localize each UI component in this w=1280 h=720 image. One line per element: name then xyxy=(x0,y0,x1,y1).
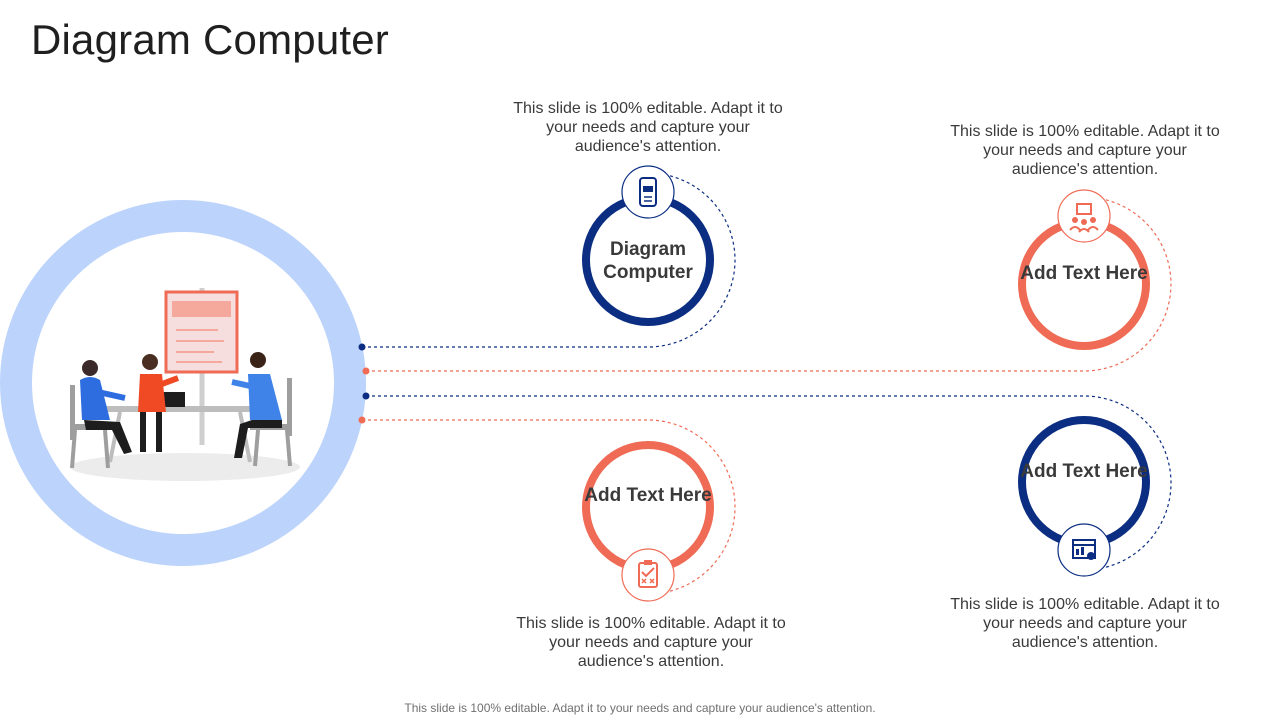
connector-node-1 xyxy=(358,172,736,351)
team-meeting-icon xyxy=(1057,189,1111,243)
connector-node-3 xyxy=(358,416,736,595)
mobile-app-icon xyxy=(621,165,675,219)
node-3-label: Add Text Here xyxy=(584,485,712,506)
node-3-description: This slide is 100% editable. Adapt it to… xyxy=(516,615,786,670)
connector-node-4 xyxy=(362,392,1172,571)
page-title: Diagram Computer xyxy=(31,16,389,63)
node-1-label: Diagram Computer xyxy=(603,239,693,283)
node-1-description: This slide is 100% editable. Adapt it to… xyxy=(513,100,783,155)
dashboard-user-icon xyxy=(1057,523,1111,577)
footer-note: This slide is 100% editable. Adapt it to… xyxy=(404,701,876,715)
node-4-label: Add Text Here xyxy=(1020,461,1148,482)
node-2-label: Add Text Here xyxy=(1020,263,1148,284)
hero-ring xyxy=(0,200,366,566)
connector-node-2 xyxy=(362,196,1172,375)
node-2-description: This slide is 100% editable. Adapt it to… xyxy=(950,123,1220,178)
team-meeting-illustration xyxy=(70,288,300,481)
node-4-description: This slide is 100% editable. Adapt it to… xyxy=(950,596,1220,651)
checklist-clipboard-icon xyxy=(621,548,675,602)
